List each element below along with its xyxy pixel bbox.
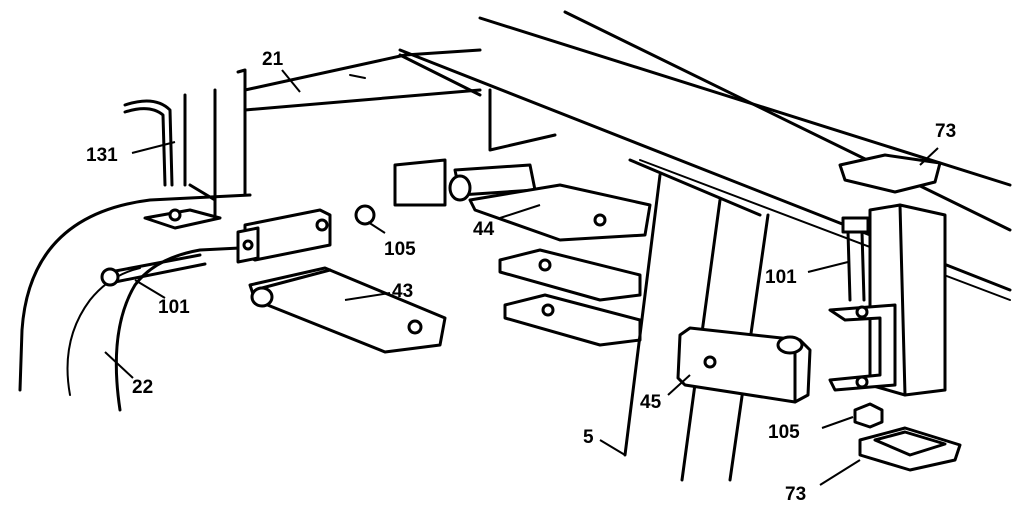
- bracket-45: [676, 326, 812, 404]
- nut-105-left: [354, 204, 376, 226]
- label-44: 44: [473, 219, 495, 240]
- bracket-101-left: [100, 208, 332, 287]
- label-22: 22: [132, 377, 154, 398]
- bracket-right: [828, 303, 897, 392]
- label-73-top: 73: [935, 121, 957, 142]
- label-43: 43: [392, 281, 414, 302]
- stacked-plates: [498, 248, 642, 347]
- label-131: 131: [86, 145, 118, 166]
- cap-73-bottom: [858, 426, 962, 472]
- label-105-left: 105: [384, 239, 416, 260]
- label-105-right: 105: [768, 422, 800, 443]
- nut-105-right: [853, 402, 884, 429]
- hinge-plate-44: [393, 88, 652, 242]
- cap-73-top: [838, 153, 942, 194]
- label-5: 5: [583, 427, 594, 448]
- label-101-left: 101: [158, 297, 190, 318]
- label-45: 45: [640, 392, 662, 413]
- post-131: [123, 88, 222, 230]
- bolt-101-right: [841, 216, 870, 302]
- leader-lines: [104, 69, 939, 486]
- label-21: 21: [262, 49, 284, 70]
- frame-tube-22: [18, 193, 252, 412]
- label-73-bottom: 73: [785, 484, 807, 505]
- label-101-right: 101: [765, 267, 797, 288]
- crossbar-21: [236, 48, 482, 197]
- hinge-plate-43: [248, 266, 447, 354]
